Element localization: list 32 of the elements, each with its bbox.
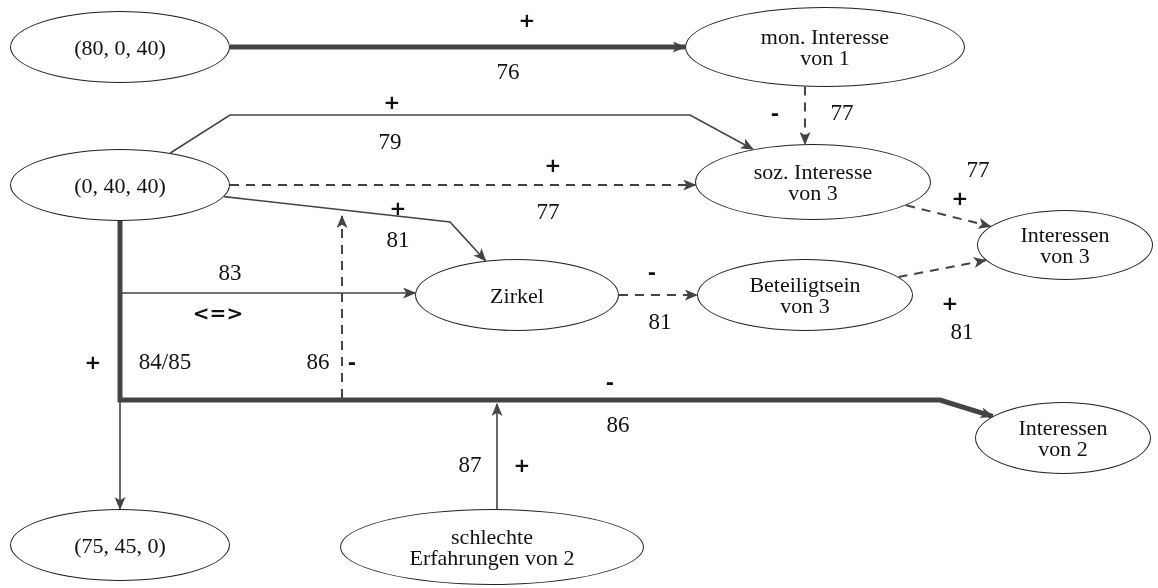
annotation-label: - bbox=[605, 371, 615, 393]
arrow bbox=[905, 204, 992, 229]
arrow bbox=[491, 402, 503, 510]
annotation-label: - bbox=[347, 351, 357, 373]
annotation-label: + bbox=[389, 197, 407, 219]
node-label: soz. Interesse von 3 bbox=[752, 161, 874, 203]
node-label: (75, 45, 0) bbox=[74, 534, 166, 556]
annotation-label: <=> bbox=[192, 302, 244, 324]
node-label: Zirkel bbox=[490, 284, 544, 306]
annotation-label: + bbox=[84, 351, 102, 373]
arrow bbox=[169, 114, 754, 154]
node-label: schlechte Erfahrungen von 2 bbox=[408, 526, 576, 568]
arrow bbox=[799, 85, 811, 146]
node-label: Interessen von 2 bbox=[1017, 417, 1109, 459]
arrow bbox=[618, 289, 699, 301]
annotation-label: + bbox=[518, 9, 536, 31]
node-label: (0, 40, 40) bbox=[74, 174, 166, 196]
arrow bbox=[230, 41, 687, 53]
arrow bbox=[229, 179, 697, 191]
annotation-label: + bbox=[544, 154, 562, 176]
annotation-label: + bbox=[513, 454, 531, 476]
arrow bbox=[117, 221, 994, 419]
annotation-label: + bbox=[383, 91, 401, 113]
annotation-label: + bbox=[951, 187, 969, 209]
node-label: Beteiligtsein von 3 bbox=[748, 274, 862, 316]
annotation-label: - bbox=[647, 261, 657, 283]
arrow bbox=[897, 257, 987, 278]
node-label: mon. Interesse von 1 bbox=[759, 26, 891, 68]
annotation-label: + bbox=[941, 292, 959, 314]
node-label: Interessen von 3 bbox=[1019, 224, 1111, 266]
node-label: (80, 0, 40) bbox=[74, 36, 166, 58]
annotation-label: - bbox=[770, 102, 780, 124]
